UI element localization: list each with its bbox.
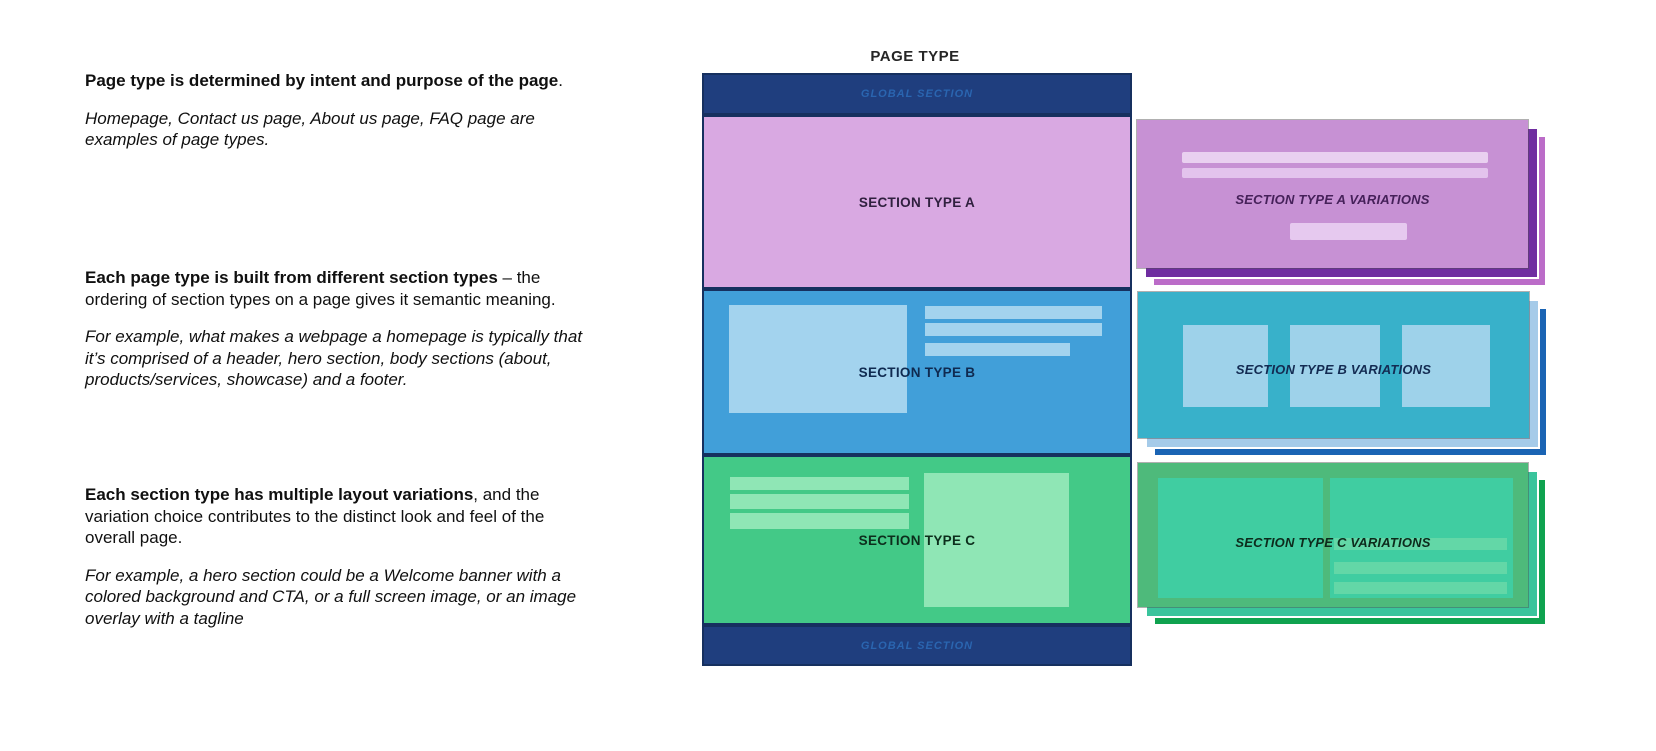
section-c-variations-stack: SECTION TYPE C VARIATIONS [1138, 463, 1549, 627]
heading-rest-text: – the ordering of section types on a pag… [85, 268, 556, 309]
section-type-c: SECTION TYPE C [704, 457, 1130, 623]
text-block-variations: Each section type has multiple layout va… [85, 484, 599, 629]
text-line-placeholder [730, 494, 909, 509]
text-line-placeholder [1182, 152, 1488, 163]
text-line-placeholder [1334, 582, 1507, 594]
variations-c-label: SECTION TYPE C VARIATIONS [1235, 535, 1431, 550]
image-placeholder [1183, 325, 1268, 407]
global-section-top-bar: GLOBAL SECTION [704, 75, 1130, 113]
variations-example-text: For example, a hero section could be a W… [85, 565, 577, 628]
heading-bold-text: Page type is determined by intent and pu… [85, 71, 559, 90]
heading-bold-text: Each section type has multiple layout va… [85, 485, 474, 504]
section-type-c-label: SECTION TYPE C [858, 532, 976, 548]
button-placeholder [1290, 223, 1407, 240]
variations-a-label: SECTION TYPE A VARIATIONS [1235, 192, 1430, 207]
text-line-placeholder [1334, 538, 1507, 550]
variations-b-label: SECTION TYPE B VARIATIONS [1235, 362, 1432, 377]
text-block-page-type: Page type is determined by intent and pu… [85, 70, 599, 151]
global-section-bottom-bar: GLOBAL SECTION [704, 627, 1130, 664]
section-type-a: SECTION TYPE A [704, 117, 1130, 287]
section-a-variations-stack: SECTION TYPE A VARIATIONS [1137, 120, 1549, 288]
section-type-b: SECTION TYPE B [704, 291, 1130, 453]
text-line-placeholder [1182, 168, 1488, 178]
section-type-a-label: SECTION TYPE A [858, 194, 976, 210]
image-placeholder [1402, 325, 1490, 407]
image-placeholder [924, 473, 1069, 607]
text-block-section-types: Each page type is built from different s… [85, 267, 599, 391]
heading-rest-text: . [558, 71, 563, 90]
image-placeholder [1158, 478, 1323, 598]
page-type-heading: Page type is determined by intent and pu… [85, 70, 599, 92]
diagram-title: PAGE TYPE [870, 48, 960, 65]
section-types-example-text: For example, what makes a webpage a home… [85, 327, 583, 389]
page-type-example-text: Homepage, Contact us page, About us page… [85, 108, 535, 150]
text-line-placeholder [925, 306, 1102, 319]
variations-heading: Each section type has multiple layout va… [85, 484, 599, 549]
text-line-placeholder [730, 477, 909, 490]
text-line-placeholder [925, 323, 1102, 336]
page-type-diagram: GLOBAL SECTION SECTION TYPE A SECTION TY… [702, 73, 1132, 666]
text-line-placeholder [1334, 562, 1507, 574]
text-line-placeholder [925, 343, 1070, 356]
image-placeholder [1290, 325, 1380, 407]
variations-card-b: SECTION TYPE B VARIATIONS [1138, 292, 1529, 438]
section-type-b-label: SECTION TYPE B [858, 364, 976, 380]
heading-rest-text: , and the variation choice contributes t… [85, 485, 545, 547]
image-placeholder [1330, 478, 1513, 598]
text-line-placeholder [730, 513, 909, 529]
heading-bold-text: Each page type is built from different s… [85, 268, 498, 287]
variations-card-a: SECTION TYPE A VARIATIONS [1137, 120, 1528, 268]
image-placeholder [729, 305, 907, 413]
variations-card-c: SECTION TYPE C VARIATIONS [1138, 463, 1528, 607]
section-b-variations-stack: SECTION TYPE B VARIATIONS [1138, 292, 1550, 458]
section-types-heading: Each page type is built from different s… [85, 267, 599, 310]
